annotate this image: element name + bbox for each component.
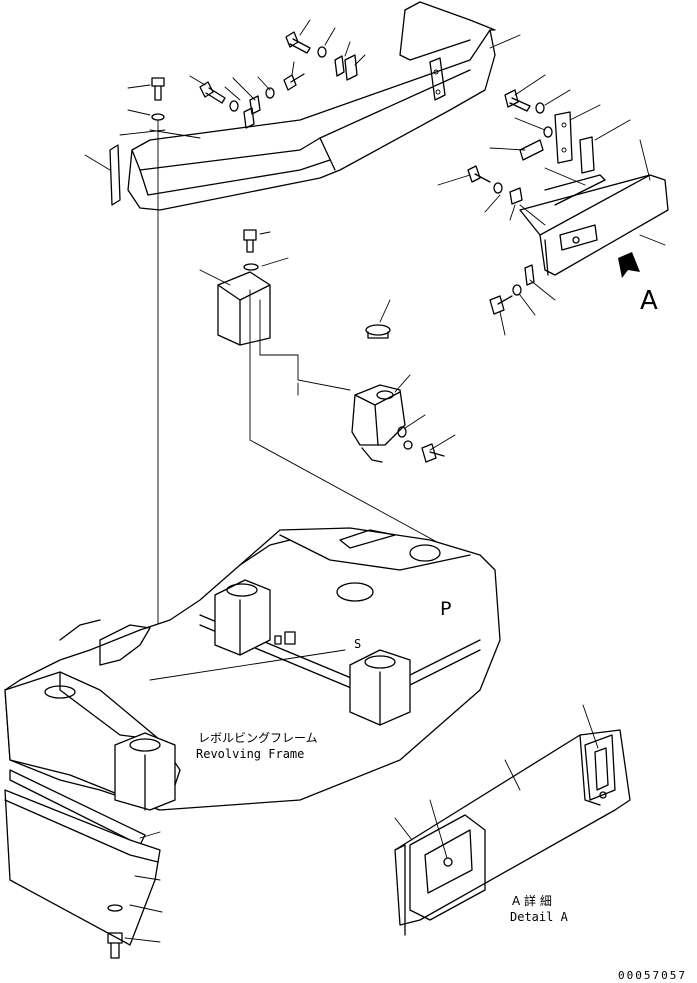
tank <box>351 299 456 463</box>
floor-mark-p: P <box>440 598 451 620</box>
floor-mark-s: S <box>354 637 361 651</box>
right-cover <box>437 74 669 336</box>
revolving-frame <box>4 527 501 811</box>
detail-label-jp: A 詳 細 <box>512 893 552 908</box>
frame-label-en: Revolving Frame <box>196 747 304 761</box>
lower-cover <box>4 769 163 959</box>
top-bolt-set <box>119 19 521 139</box>
drawing-number: 00057057 <box>618 969 687 982</box>
fuel-cap-bracket <box>199 229 351 391</box>
detail-a <box>394 704 631 936</box>
counterweight <box>84 1 496 211</box>
detail-label-en: Detail A <box>510 910 569 924</box>
view-arrow-label: A <box>640 286 658 316</box>
frame-label-jp: レボルビングフレーム <box>198 731 318 745</box>
